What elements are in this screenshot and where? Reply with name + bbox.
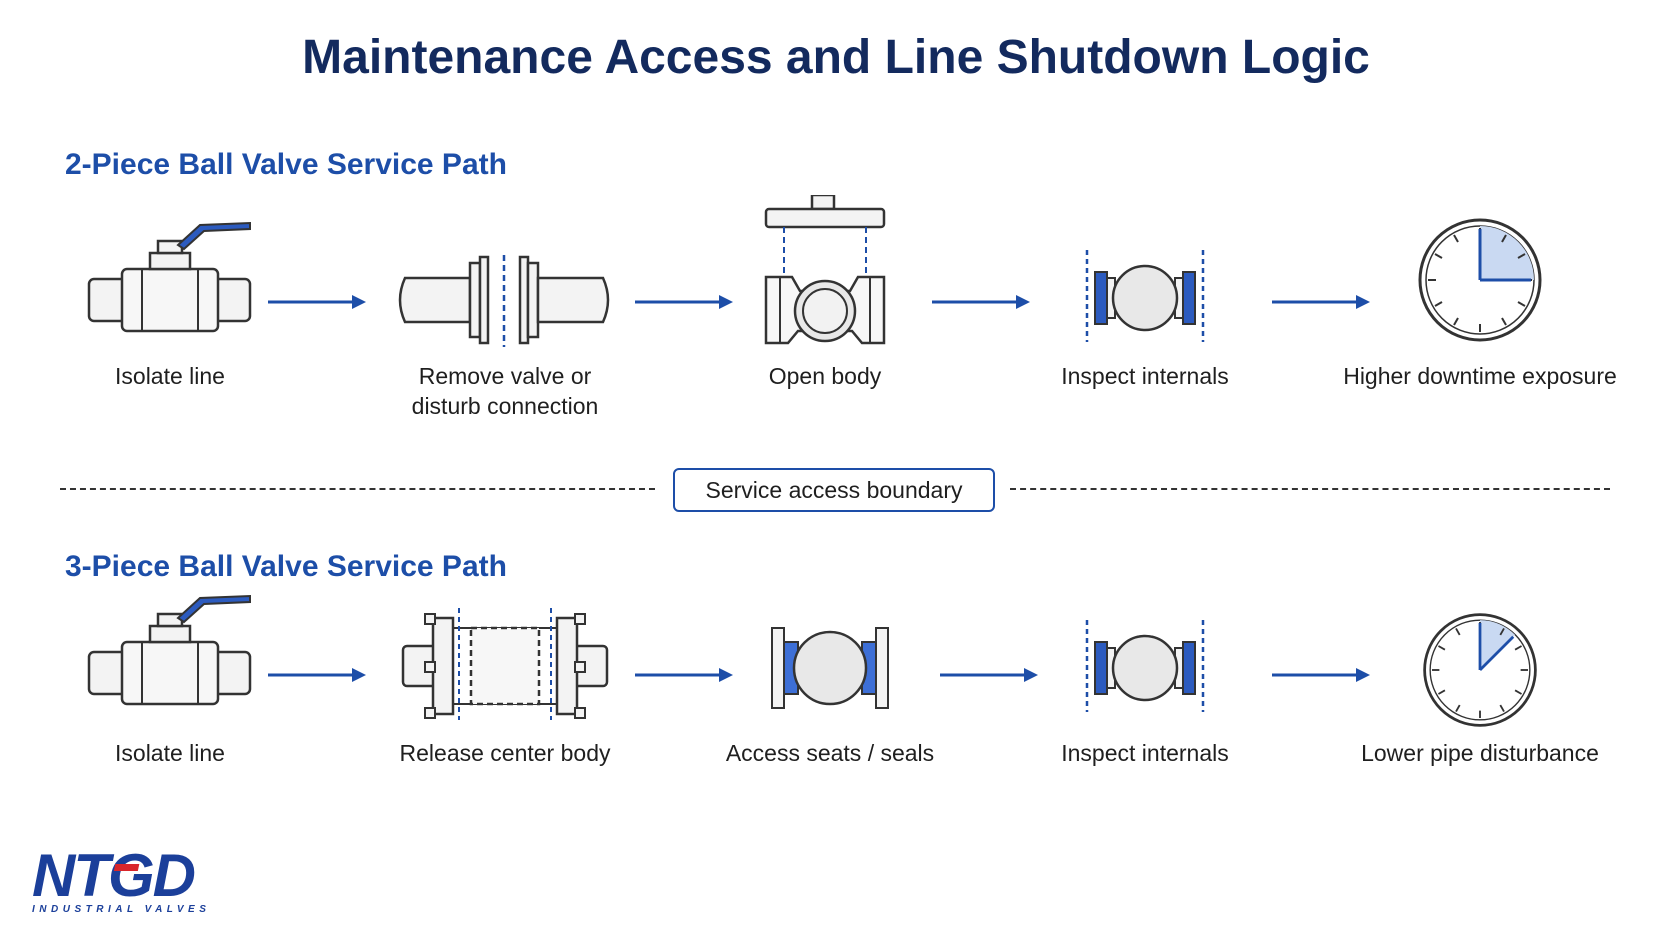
open-valve-body-icon	[764, 195, 886, 345]
svg-text:NTGD: NTGD	[32, 842, 195, 909]
service-path-3-piece: Isolate line Release center body	[0, 594, 1672, 798]
svg-text:INDUSTRIAL VALVES: INDUSTRIAL VALVES	[32, 904, 210, 915]
step-inspect-internals: Inspect internals	[1050, 598, 1240, 778]
step-label: Open body	[768, 363, 882, 389]
step-label: Inspect internals	[1061, 363, 1229, 389]
step-higher-downtime: Higher downtime exposure	[1340, 195, 1620, 415]
section-title-2-piece: 2-Piece Ball Valve Service Path	[65, 148, 507, 181]
step-label: Access seats / seals	[725, 740, 935, 766]
clock-quarter-icon	[1418, 218, 1542, 342]
step-label: Isolate line	[115, 740, 225, 766]
step-label: Higher downtime exposure	[1343, 363, 1617, 389]
step-label: Lower pipe disturbance	[1361, 740, 1599, 766]
step-release-center-body: Release center body	[385, 598, 625, 778]
arrow-right-icon	[1272, 668, 1370, 682]
step-label: Inspect internals	[1061, 740, 1229, 766]
step-isolate-line: Isolate line	[80, 195, 260, 415]
separated-pipe-connection-icon	[398, 255, 610, 347]
arrow-right-icon	[940, 668, 1038, 682]
arrow-right-icon	[932, 295, 1030, 309]
three-piece-center-body-icon	[401, 608, 609, 720]
step-label: Isolate line	[115, 363, 225, 389]
page-title: Maintenance Access and Line Shutdown Log…	[302, 31, 1370, 84]
step-inspect-internals: Inspect internals	[1050, 195, 1240, 415]
ball-valve-with-handle-icon	[87, 221, 252, 333]
arrow-right-icon	[635, 668, 733, 682]
ball-and-seats-icon	[1085, 250, 1205, 342]
step-lower-pipe-disturbance: Lower pipe disturbance	[1340, 598, 1620, 778]
service-access-boundary: Service access boundary	[673, 468, 995, 512]
step-access-seats: Access seats / seals	[720, 598, 940, 778]
divider-left	[60, 488, 655, 490]
ball-and-seats-icon	[771, 627, 889, 709]
service-path-2-piece: Isolate line Remove valve or disturb con…	[0, 195, 1672, 445]
step-remove-valve: Remove valve or disturb connection	[385, 195, 625, 425]
step-label: Remove valve or disturb connection	[411, 363, 599, 419]
ball-and-seats-icon	[1085, 620, 1205, 712]
section-title-3-piece: 3-Piece Ball Valve Service Path	[65, 550, 507, 583]
ball-valve-with-handle-icon	[87, 594, 252, 706]
arrow-right-icon	[635, 295, 733, 309]
arrow-right-icon	[1272, 295, 1370, 309]
arrow-right-icon	[268, 668, 366, 682]
step-open-body: Open body	[740, 195, 910, 415]
arrow-right-icon	[268, 295, 366, 309]
step-isolate-line: Isolate line	[80, 594, 260, 778]
divider-right	[1010, 488, 1610, 490]
clock-eighth-icon	[1423, 613, 1537, 727]
ntgd-logo: NTGD INDUSTRIAL VALVES	[32, 842, 210, 915]
step-label: Release center body	[399, 740, 611, 766]
